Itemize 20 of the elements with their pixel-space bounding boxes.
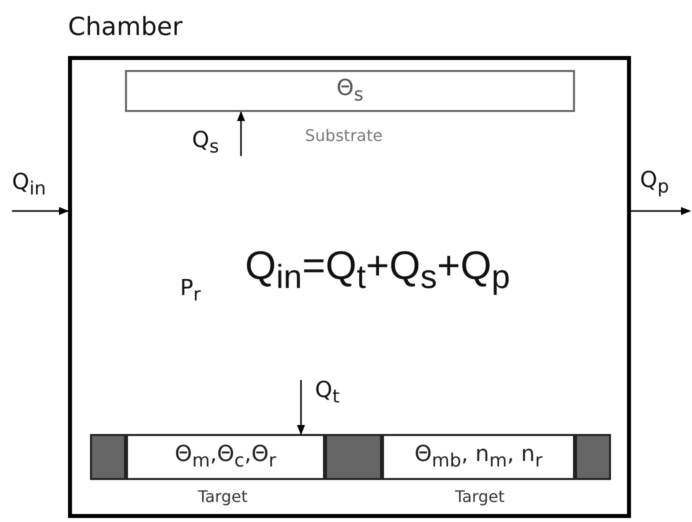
target-clamp (90, 434, 126, 480)
node-label: Target (198, 489, 248, 505)
target-box: Θ$_{m}$,Θ$_{c}$,Θ$_{r}$ (126, 434, 325, 480)
node-label: Target (455, 489, 504, 505)
node-label: Substrate (305, 128, 383, 144)
balance-equation: Q$_{in}$=Q$_{t}$+Q$_{s}$+Q$_{p}$ (245, 246, 510, 294)
flow-arrow (297, 380, 305, 435)
pressure-label: P$_{r}$ (180, 278, 201, 305)
target-clamp (325, 434, 382, 480)
target-box: Θ$_{mb}$, n$_{m}$, n$_{r}$ (382, 434, 575, 480)
flow-label: Q$_{p}$ (640, 170, 669, 197)
flow-arrow (12, 207, 69, 215)
flow-label: Q$_{s}$ (192, 130, 219, 157)
substrate-box: Θ$_{s}$ (125, 70, 575, 112)
flow-arrow (631, 207, 691, 215)
flow-label: Q$_{in}$ (12, 172, 46, 199)
flow-arrow (237, 111, 245, 156)
target-clamp (575, 434, 611, 480)
chamber-heading: Chamber (68, 14, 183, 39)
flow-label: Q$_{t}$ (315, 380, 340, 407)
